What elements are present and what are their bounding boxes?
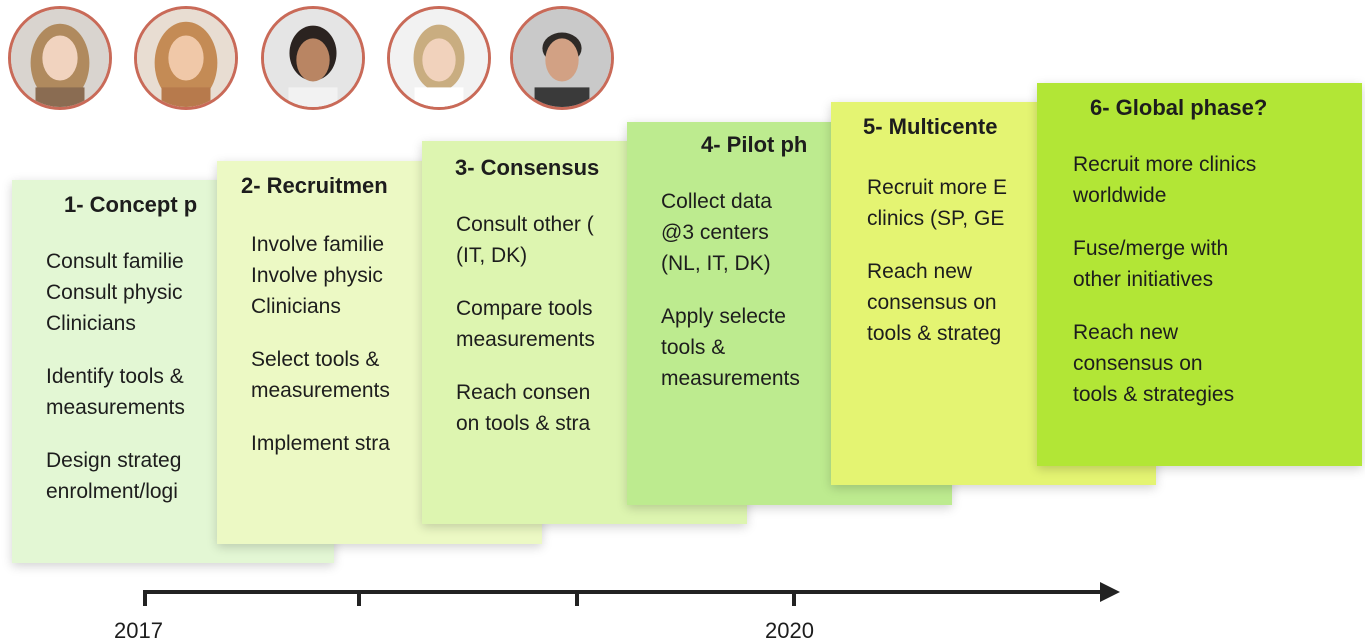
phase-line: consensus on — [1073, 352, 1203, 375]
phase-line: consensus on — [867, 291, 997, 314]
phase-title: 6- Global phase? — [1090, 95, 1268, 120]
phase-line: Reach new — [1073, 321, 1179, 344]
team-photos — [0, 0, 640, 125]
phase-body: Consult familie Consult physic Clinician… — [46, 246, 185, 529]
phase-line: Consult familie — [46, 250, 184, 273]
phase-line: tools & strateg — [867, 322, 1002, 345]
phase-paragraph: Collect data @3 centers (NL, IT, DK) — [661, 186, 800, 279]
timeline-label-2017: 2017 — [114, 618, 163, 643]
phase-paragraph: Involve familie Involve physic Clinician… — [251, 229, 390, 322]
phase-title: 5- Multicente — [863, 114, 998, 139]
phase-line: measurements — [46, 396, 185, 419]
phase-line: Reach new — [867, 260, 973, 283]
person-photo-3 — [261, 6, 365, 110]
phase-line: Identify tools & — [46, 365, 184, 388]
phase-line: Clinicians — [46, 312, 136, 335]
phase-paragraph: Reach consen on tools & stra — [456, 377, 595, 439]
phase-line: Design strateg — [46, 449, 182, 472]
timeline-arrow — [143, 582, 1120, 606]
phase-paragraph: Fuse/merge with other initiatives — [1073, 233, 1256, 295]
phase-line: Involve physic — [251, 264, 383, 287]
phase-line: measurements — [456, 328, 595, 351]
phase-title: 2- Recruitmen — [241, 173, 388, 198]
phase-line: (IT, DK) — [456, 244, 528, 267]
phase-title: 1- Concept p — [64, 192, 198, 217]
phase-line: on tools & stra — [456, 412, 591, 435]
person-photo-2 — [134, 6, 238, 110]
phase-line: other initiatives — [1073, 268, 1214, 291]
phase-line: tools & — [661, 336, 726, 359]
phase-line: Select tools & — [251, 348, 380, 371]
phase-line: Reach consen — [456, 381, 591, 404]
arrow-head-icon — [1100, 582, 1120, 602]
phase-paragraph: Recruit more E clinics (SP, GE — [867, 172, 1007, 234]
phase-line: Compare tools — [456, 297, 593, 320]
phase-paragraph: Compare tools measurements — [456, 293, 595, 355]
phase-paragraph: Consult other ( (IT, DK) — [456, 209, 595, 271]
phase-line: measurements — [251, 379, 390, 402]
phase-title: 4- Pilot ph — [701, 132, 808, 157]
phase-line: Apply selecte — [661, 305, 786, 328]
phase-line: Fuse/merge with — [1073, 237, 1229, 260]
phase-body: Recruit more E clinics (SP, GE Reach new… — [867, 172, 1007, 371]
phase-body: Involve familie Involve physic Clinician… — [251, 229, 390, 481]
phase-line: measurements — [661, 367, 800, 390]
timeline-axis: 2017 2020 — [0, 570, 1365, 643]
phase-line: (NL, IT, DK) — [661, 252, 771, 275]
phase-paragraph: Recruit more clinics worldwide — [1073, 149, 1256, 211]
phase-line: Collect data — [661, 190, 772, 213]
phase-line: Implement stra — [251, 432, 390, 455]
phase-paragraph: Reach new consensus on tools & strateg — [867, 256, 1007, 349]
phase-body: Recruit more clinics worldwide Fuse/merg… — [1073, 149, 1256, 432]
phase-body: Consult other ( (IT, DK) Compare tools m… — [456, 209, 595, 461]
phase-line: Consult other ( — [456, 213, 594, 236]
phase-line: Consult physic — [46, 281, 183, 304]
phase-card-6: 6- Global phase? Recruit more clinics wo… — [1037, 83, 1362, 466]
phase-paragraph: Consult familie Consult physic Clinician… — [46, 246, 185, 339]
phase-line: Recruit more E — [867, 176, 1008, 199]
phase-line: @3 centers — [661, 221, 769, 244]
person-photo-1 — [8, 6, 112, 110]
phase-body: Collect data @3 centers (NL, IT, DK) App… — [661, 186, 800, 416]
phase-paragraph: Implement stra — [251, 428, 390, 459]
phase-line: clinics (SP, GE — [867, 207, 1005, 230]
phase-paragraph: Apply selecte tools & measurements — [661, 301, 800, 394]
phase-line: tools & strategies — [1073, 383, 1235, 406]
timeline-label-2020: 2020 — [765, 618, 814, 643]
phase-paragraph: Design strateg enrolment/logi — [46, 445, 185, 507]
phase-line: Clinicians — [251, 295, 341, 318]
phase-paragraph: Identify tools & measurements — [46, 361, 185, 423]
phase-paragraph: Select tools & measurements — [251, 344, 390, 406]
person-photo-5 — [510, 6, 614, 110]
person-photo-4 — [387, 6, 491, 110]
phase-line: Involve familie — [251, 233, 385, 256]
phase-paragraph: Reach new consensus on tools & strategie… — [1073, 317, 1256, 410]
phase-title: 3- Consensus — [455, 155, 600, 180]
phase-line: enrolment/logi — [46, 480, 178, 503]
phase-line: worldwide — [1073, 184, 1167, 207]
phase-line: Recruit more clinics — [1073, 153, 1257, 176]
